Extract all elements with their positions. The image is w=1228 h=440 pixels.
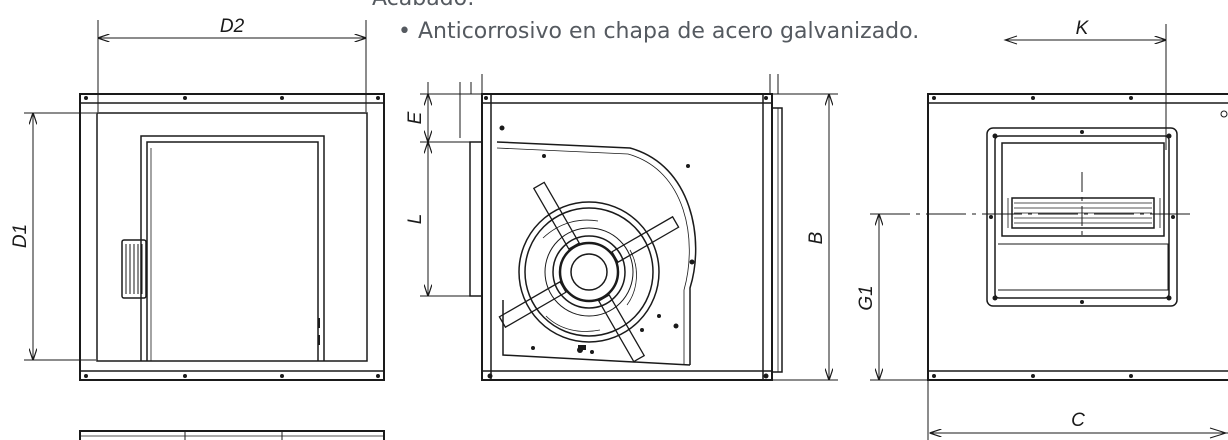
g1-dimension [870,214,928,381]
b-label: B [806,231,827,244]
l-label: L [405,214,426,225]
bottom-view-partial [79,430,385,440]
d1-dimension [24,112,96,361]
b-dimension [772,93,838,381]
side-view [469,93,783,381]
front-view [79,93,385,381]
finish-heading: Acabado: [372,0,475,11]
e-label: E [405,111,426,124]
d2-label: D2 [220,16,245,37]
c-label: C [1071,410,1085,431]
k-label: K [1076,18,1090,39]
e-l-dimensions [420,74,779,297]
k-dimension [1003,24,1167,150]
rear-view [927,93,1228,381]
d1-label: D1 [10,224,31,248]
c-dimension [927,380,1228,440]
g1-label: G1 [856,285,877,310]
d2-dimension [97,20,367,112]
finish-bullet: • Anticorrosivo en chapa de acero galvan… [398,19,920,44]
rear-centerlines [870,172,1190,240]
